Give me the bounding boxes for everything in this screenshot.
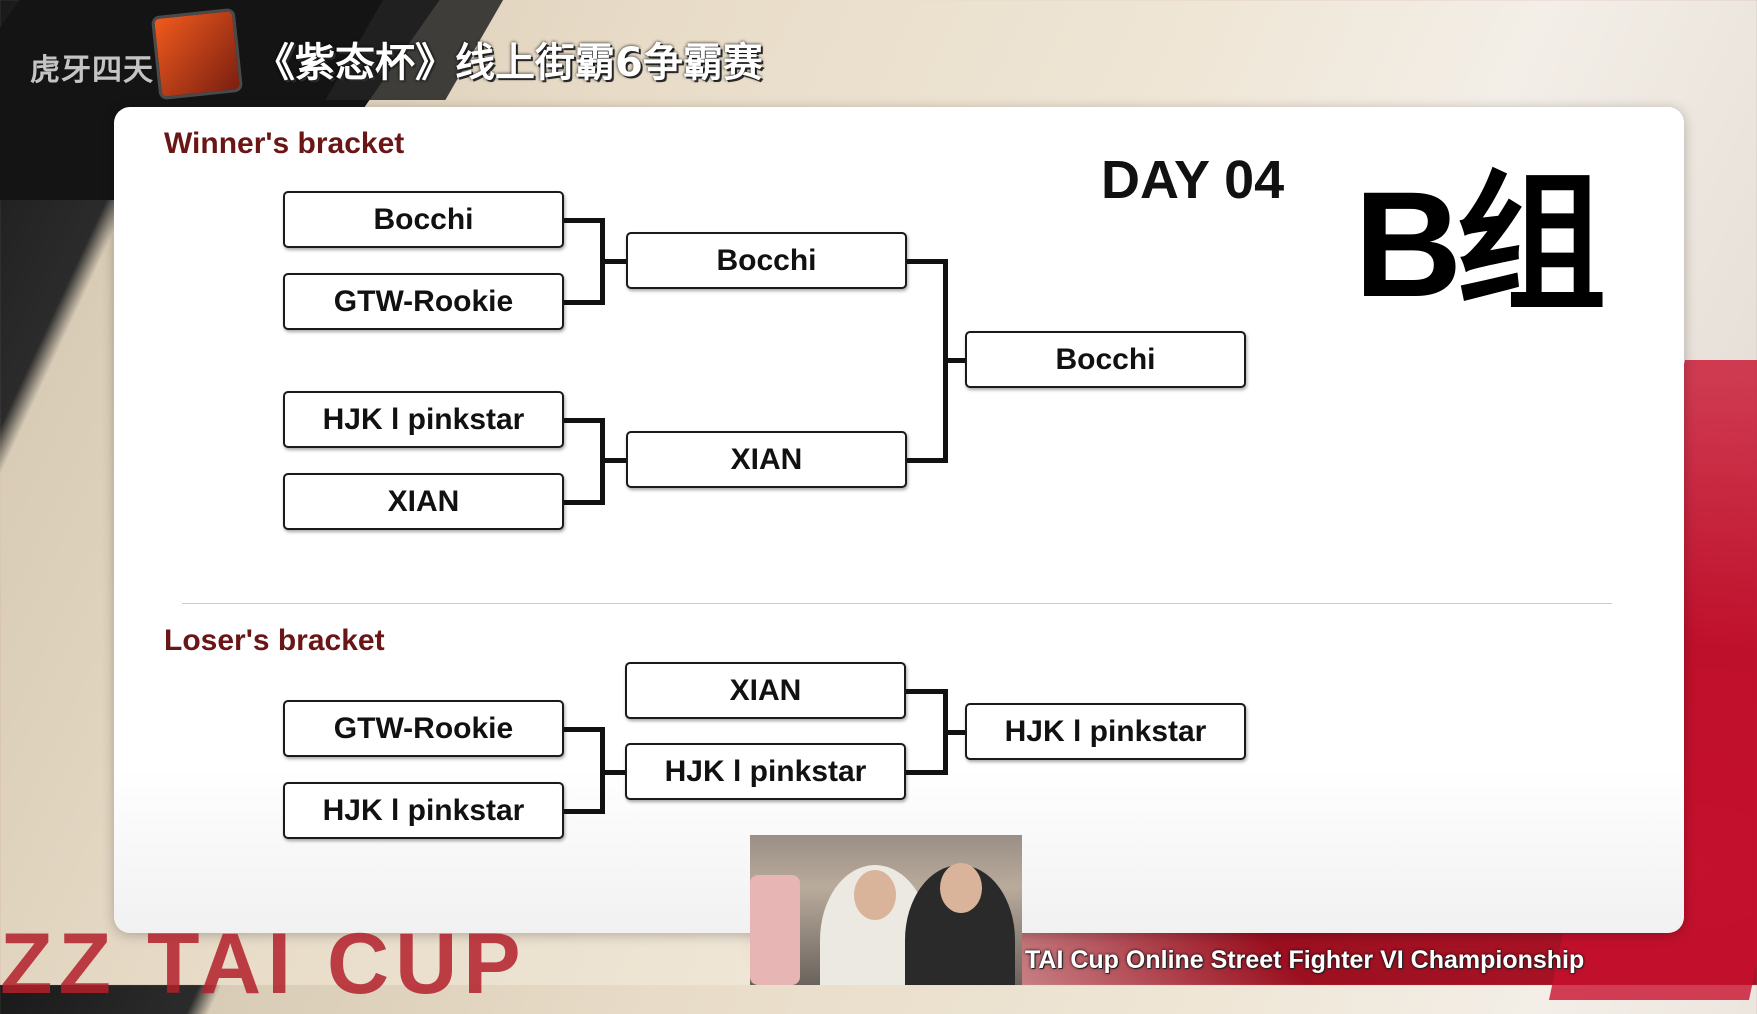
losers-r1-slot: HJK l pinkstar: [283, 782, 564, 839]
winners-r2-slot: XIAN: [626, 431, 907, 488]
bracket-connector: [907, 259, 948, 264]
winners-r1-slot: GTW-Rookie: [283, 273, 564, 330]
tournament-logo-icon: [150, 7, 244, 101]
gaming-chair: [750, 875, 800, 985]
day-label: DAY 04: [1101, 150, 1285, 210]
winners-r2-slot: Bocchi: [626, 232, 907, 289]
event-title: 《紫态杯》线上街霸6争霸赛: [255, 40, 763, 86]
commentator-left-head: [854, 870, 896, 920]
commentator-right-head: [940, 863, 982, 913]
bracket-connector: [600, 770, 625, 775]
losers-r2-slot: XIAN: [625, 662, 906, 719]
winners-final-slot: Bocchi: [965, 331, 1246, 388]
winners-bracket-title: Winner's bracket: [164, 127, 405, 160]
winners-r1-slot: Bocchi: [283, 191, 564, 248]
bracket-card: Winner's bracket DAY 04 B组 Bocchi GTW-Ro…: [114, 107, 1684, 933]
bracket-connector: [906, 770, 948, 775]
losers-bracket-title: Loser's bracket: [164, 624, 385, 657]
cup-banner: ZZ TAI CUP: [0, 916, 527, 1012]
section-divider: [182, 603, 1612, 604]
webcam-feed: [750, 835, 1022, 985]
bracket-connector: [943, 358, 965, 363]
bracket-connector: [564, 809, 605, 814]
bracket-connector: [564, 300, 605, 305]
losers-r2-slot: HJK l pinkstar: [625, 743, 906, 800]
bracket-connector: [564, 418, 605, 423]
bracket-connector: [600, 259, 626, 264]
bracket-connector: [564, 727, 605, 732]
losers-final-slot: HJK l pinkstar: [965, 703, 1246, 760]
bracket-connector: [564, 500, 605, 505]
losers-r1-slot: GTW-Rookie: [283, 700, 564, 757]
group-label: B组: [1354, 160, 1606, 328]
championship-subtitle: TAI Cup Online Street Fighter VI Champio…: [1025, 946, 1585, 974]
stream-watermark: 虎牙四天: [30, 53, 154, 88]
winners-r1-slot: XIAN: [283, 473, 564, 530]
bracket-connector: [943, 730, 965, 735]
bracket-connector: [600, 458, 626, 463]
winners-r1-slot: HJK l pinkstar: [283, 391, 564, 448]
bracket-connector: [907, 458, 948, 463]
bracket-connector: [564, 218, 605, 223]
bracket-connector: [906, 689, 948, 694]
